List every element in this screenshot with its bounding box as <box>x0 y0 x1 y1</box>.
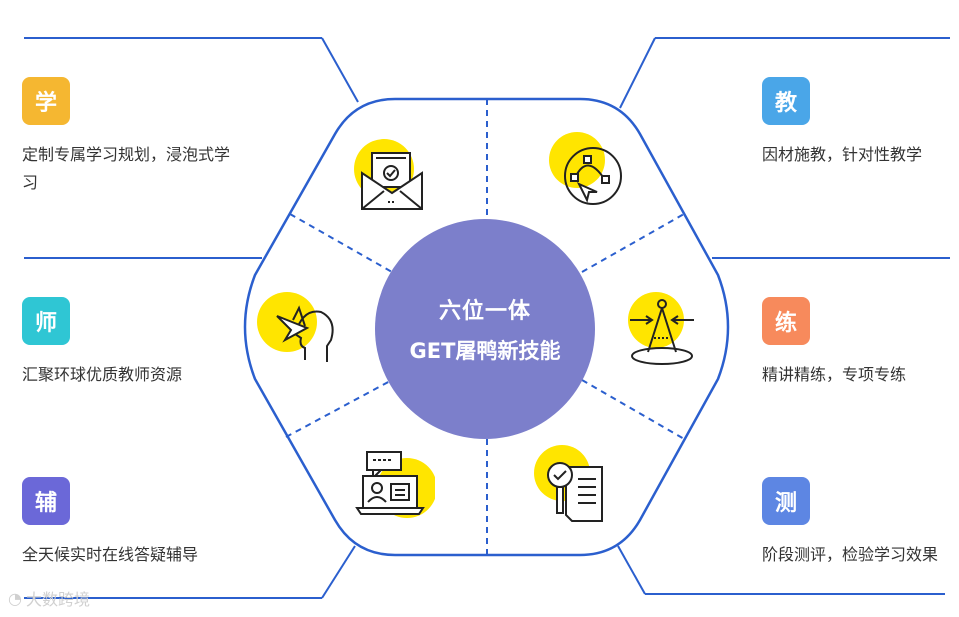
desc-tutor: 全天候实时在线答疑辅导 <box>22 545 199 564</box>
badge-learn: 学 <box>22 77 70 125</box>
feature-tutor: 辅 全天候实时在线答疑辅导 <box>22 477 252 569</box>
center-subtitle: GET屠鸭新技能 <box>409 339 561 363</box>
laptop-chat-icon <box>355 451 435 518</box>
vector-design-icon <box>549 132 622 205</box>
feature-teacher: 师 汇聚环球优质教师资源 <box>22 297 252 389</box>
center-title: 六位一体 <box>438 299 531 324</box>
connector-left-bottom <box>321 545 356 599</box>
connector-left-top <box>321 37 359 103</box>
desc-practice: 精讲精练，专项专练 <box>762 365 907 384</box>
watermark-text: 大数跨境 <box>25 590 90 609</box>
mind-bird-icon <box>257 292 334 362</box>
badge-teacher: 师 <box>22 297 70 345</box>
feature-practice: 练 精讲精练，专项专练 <box>762 297 957 389</box>
badge-teach: 教 <box>762 77 810 125</box>
watermark-logo-icon: ◔ <box>8 588 22 608</box>
hexagon-dividers <box>285 99 687 555</box>
feature-teach: 教 因材施教，针对性教学 <box>762 77 957 169</box>
badge-tutor: 辅 <box>22 477 70 525</box>
desc-teach: 因材施教，针对性教学 <box>762 145 923 164</box>
badge-test: 测 <box>762 477 810 525</box>
connector-right-bottom <box>617 545 646 595</box>
feature-learn: 学 定制专属学习规划，浸泡式学习 <box>22 77 252 197</box>
desc-test: 阶段测评，检验学习效果 <box>762 545 939 564</box>
feature-test: 测 阶段测评，检验学习效果 <box>762 477 959 569</box>
desc-teacher: 汇聚环球优质教师资源 <box>22 365 183 384</box>
hexagon-frame <box>243 97 730 557</box>
desc-learn: 定制专属学习规划，浸泡式学习 <box>22 145 231 192</box>
connector-right-top <box>619 37 656 109</box>
center-circle: 六位一体 GET屠鸭新技能 <box>375 219 595 439</box>
compass-target-icon <box>628 292 694 365</box>
document-search-icon <box>534 445 603 522</box>
envelope-check-icon <box>354 139 423 210</box>
watermark: ◔ 大数跨境 <box>8 586 90 610</box>
badge-practice: 练 <box>762 297 810 345</box>
